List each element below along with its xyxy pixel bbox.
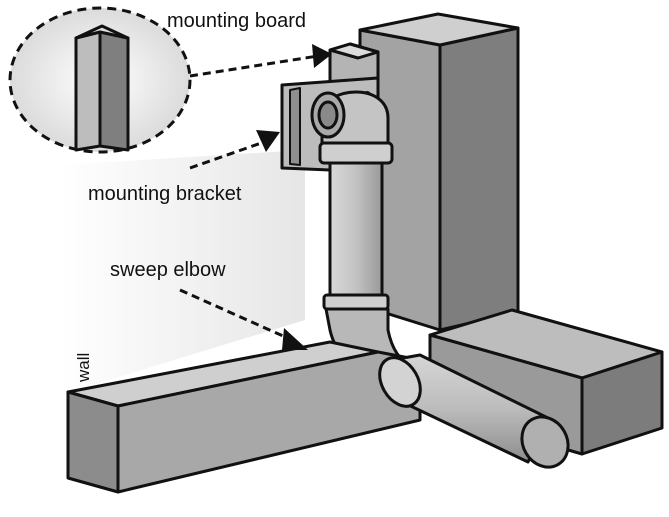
wall-surface	[60, 150, 305, 395]
vertical-pipe	[310, 90, 394, 311]
arrow-mounting-board	[189, 44, 332, 78]
label-wall: wall	[74, 352, 93, 382]
floor-joist-front	[66, 340, 422, 494]
label-mounting-board: mounting board	[167, 10, 306, 32]
arrow-sweep-elbow	[179, 288, 308, 350]
zoom-inset	[8, 6, 192, 154]
vertical-joist	[358, 12, 520, 332]
horizontal-pipe	[378, 353, 570, 469]
arrow-mounting-bracket	[189, 130, 280, 170]
inset-board	[74, 24, 130, 152]
label-mounting-bracket: mounting bracket	[88, 183, 242, 205]
label-sweep-elbow: sweep elbow	[110, 259, 226, 281]
